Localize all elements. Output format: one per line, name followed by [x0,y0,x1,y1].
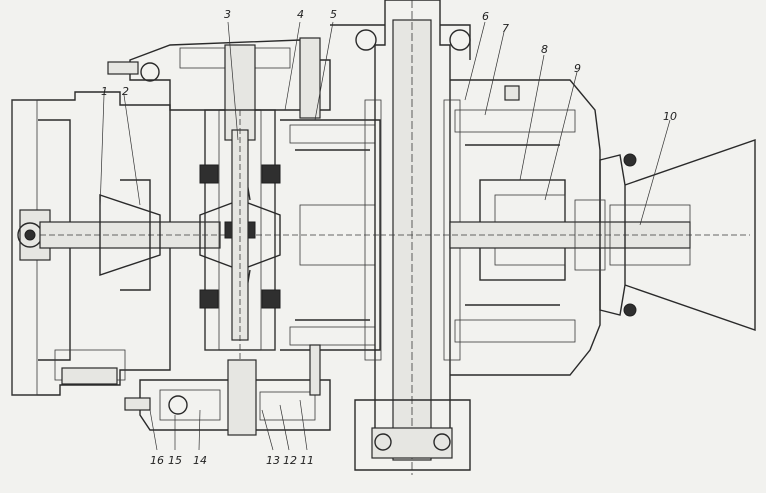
left-housing [11,91,171,396]
callout-7: 7 [502,22,509,35]
callout-2: 2 [122,85,129,98]
vertical-shaft [330,0,471,475]
callout-4: 4 [297,8,304,21]
callout-13: 13 [266,454,280,467]
callout-leaders [99,21,671,451]
callout-5: 5 [330,8,337,21]
input-shaft [39,179,380,291]
top-cover [107,37,331,141]
callout-11: 11 [300,454,314,467]
output-shaft [380,139,756,331]
callout-16: 16 [150,454,164,467]
callout-6: 6 [482,10,489,23]
callout-labels: 1 2 3 4 5 6 7 8 9 10 11 12 13 14 15 16 [101,8,677,467]
callout-8: 8 [541,43,548,56]
callout-9: 9 [574,62,581,75]
callout-14: 14 [193,454,207,467]
bottom-assembly [124,344,331,436]
callout-1: 1 [101,85,108,98]
differential [199,109,281,360]
callout-10: 10 [663,110,677,123]
callout-15: 15 [168,454,182,467]
callout-12: 12 [283,454,297,467]
callout-3: 3 [224,8,231,21]
